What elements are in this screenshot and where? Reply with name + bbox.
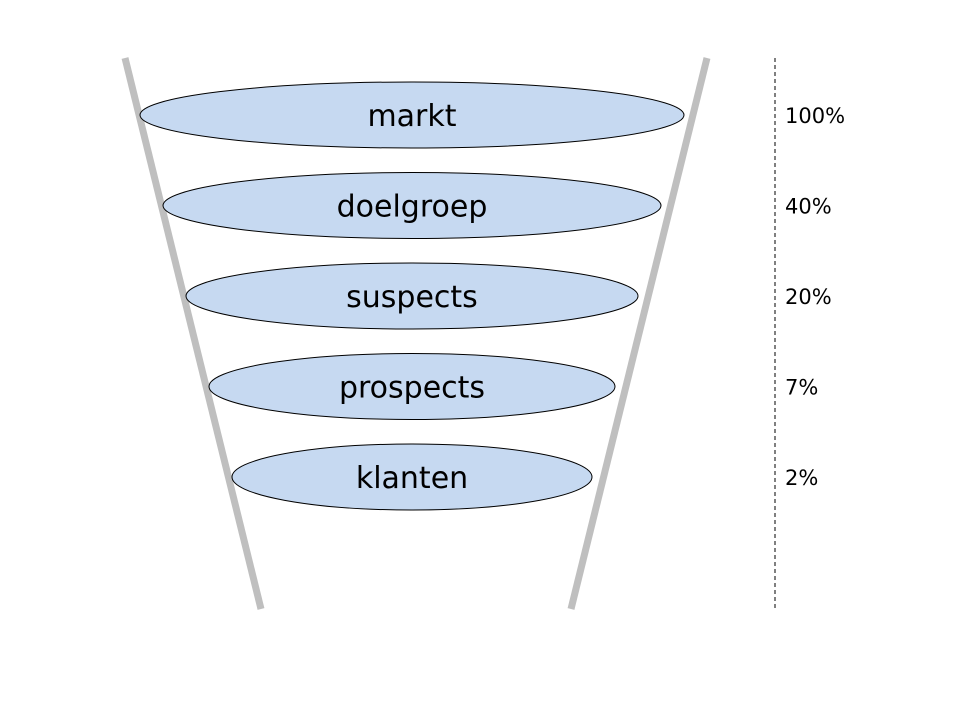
- funnel-stage-prospects: [208, 353, 616, 420]
- funnel-stage-klanten: [231, 443, 593, 511]
- funnel-stage-suspects: [185, 262, 639, 330]
- funnel-right-wall: [567, 57, 711, 610]
- stage-percent: 100%: [785, 104, 845, 128]
- stage-percent: 2%: [785, 466, 818, 490]
- stage-label: suspects: [346, 280, 478, 315]
- funnel-stage-markt: [139, 81, 685, 149]
- funnel-left-wall: [121, 57, 265, 610]
- stage-label: markt: [367, 99, 456, 134]
- stage-label: doelgroep: [337, 190, 488, 225]
- stage-label: klanten: [356, 461, 468, 496]
- stage-percent: 40%: [785, 195, 832, 219]
- stage-label: prospects: [339, 371, 485, 406]
- funnel-stage-doelgroep: [162, 172, 662, 239]
- stage-percent: 7%: [785, 376, 818, 400]
- stage-percent: 20%: [785, 285, 832, 309]
